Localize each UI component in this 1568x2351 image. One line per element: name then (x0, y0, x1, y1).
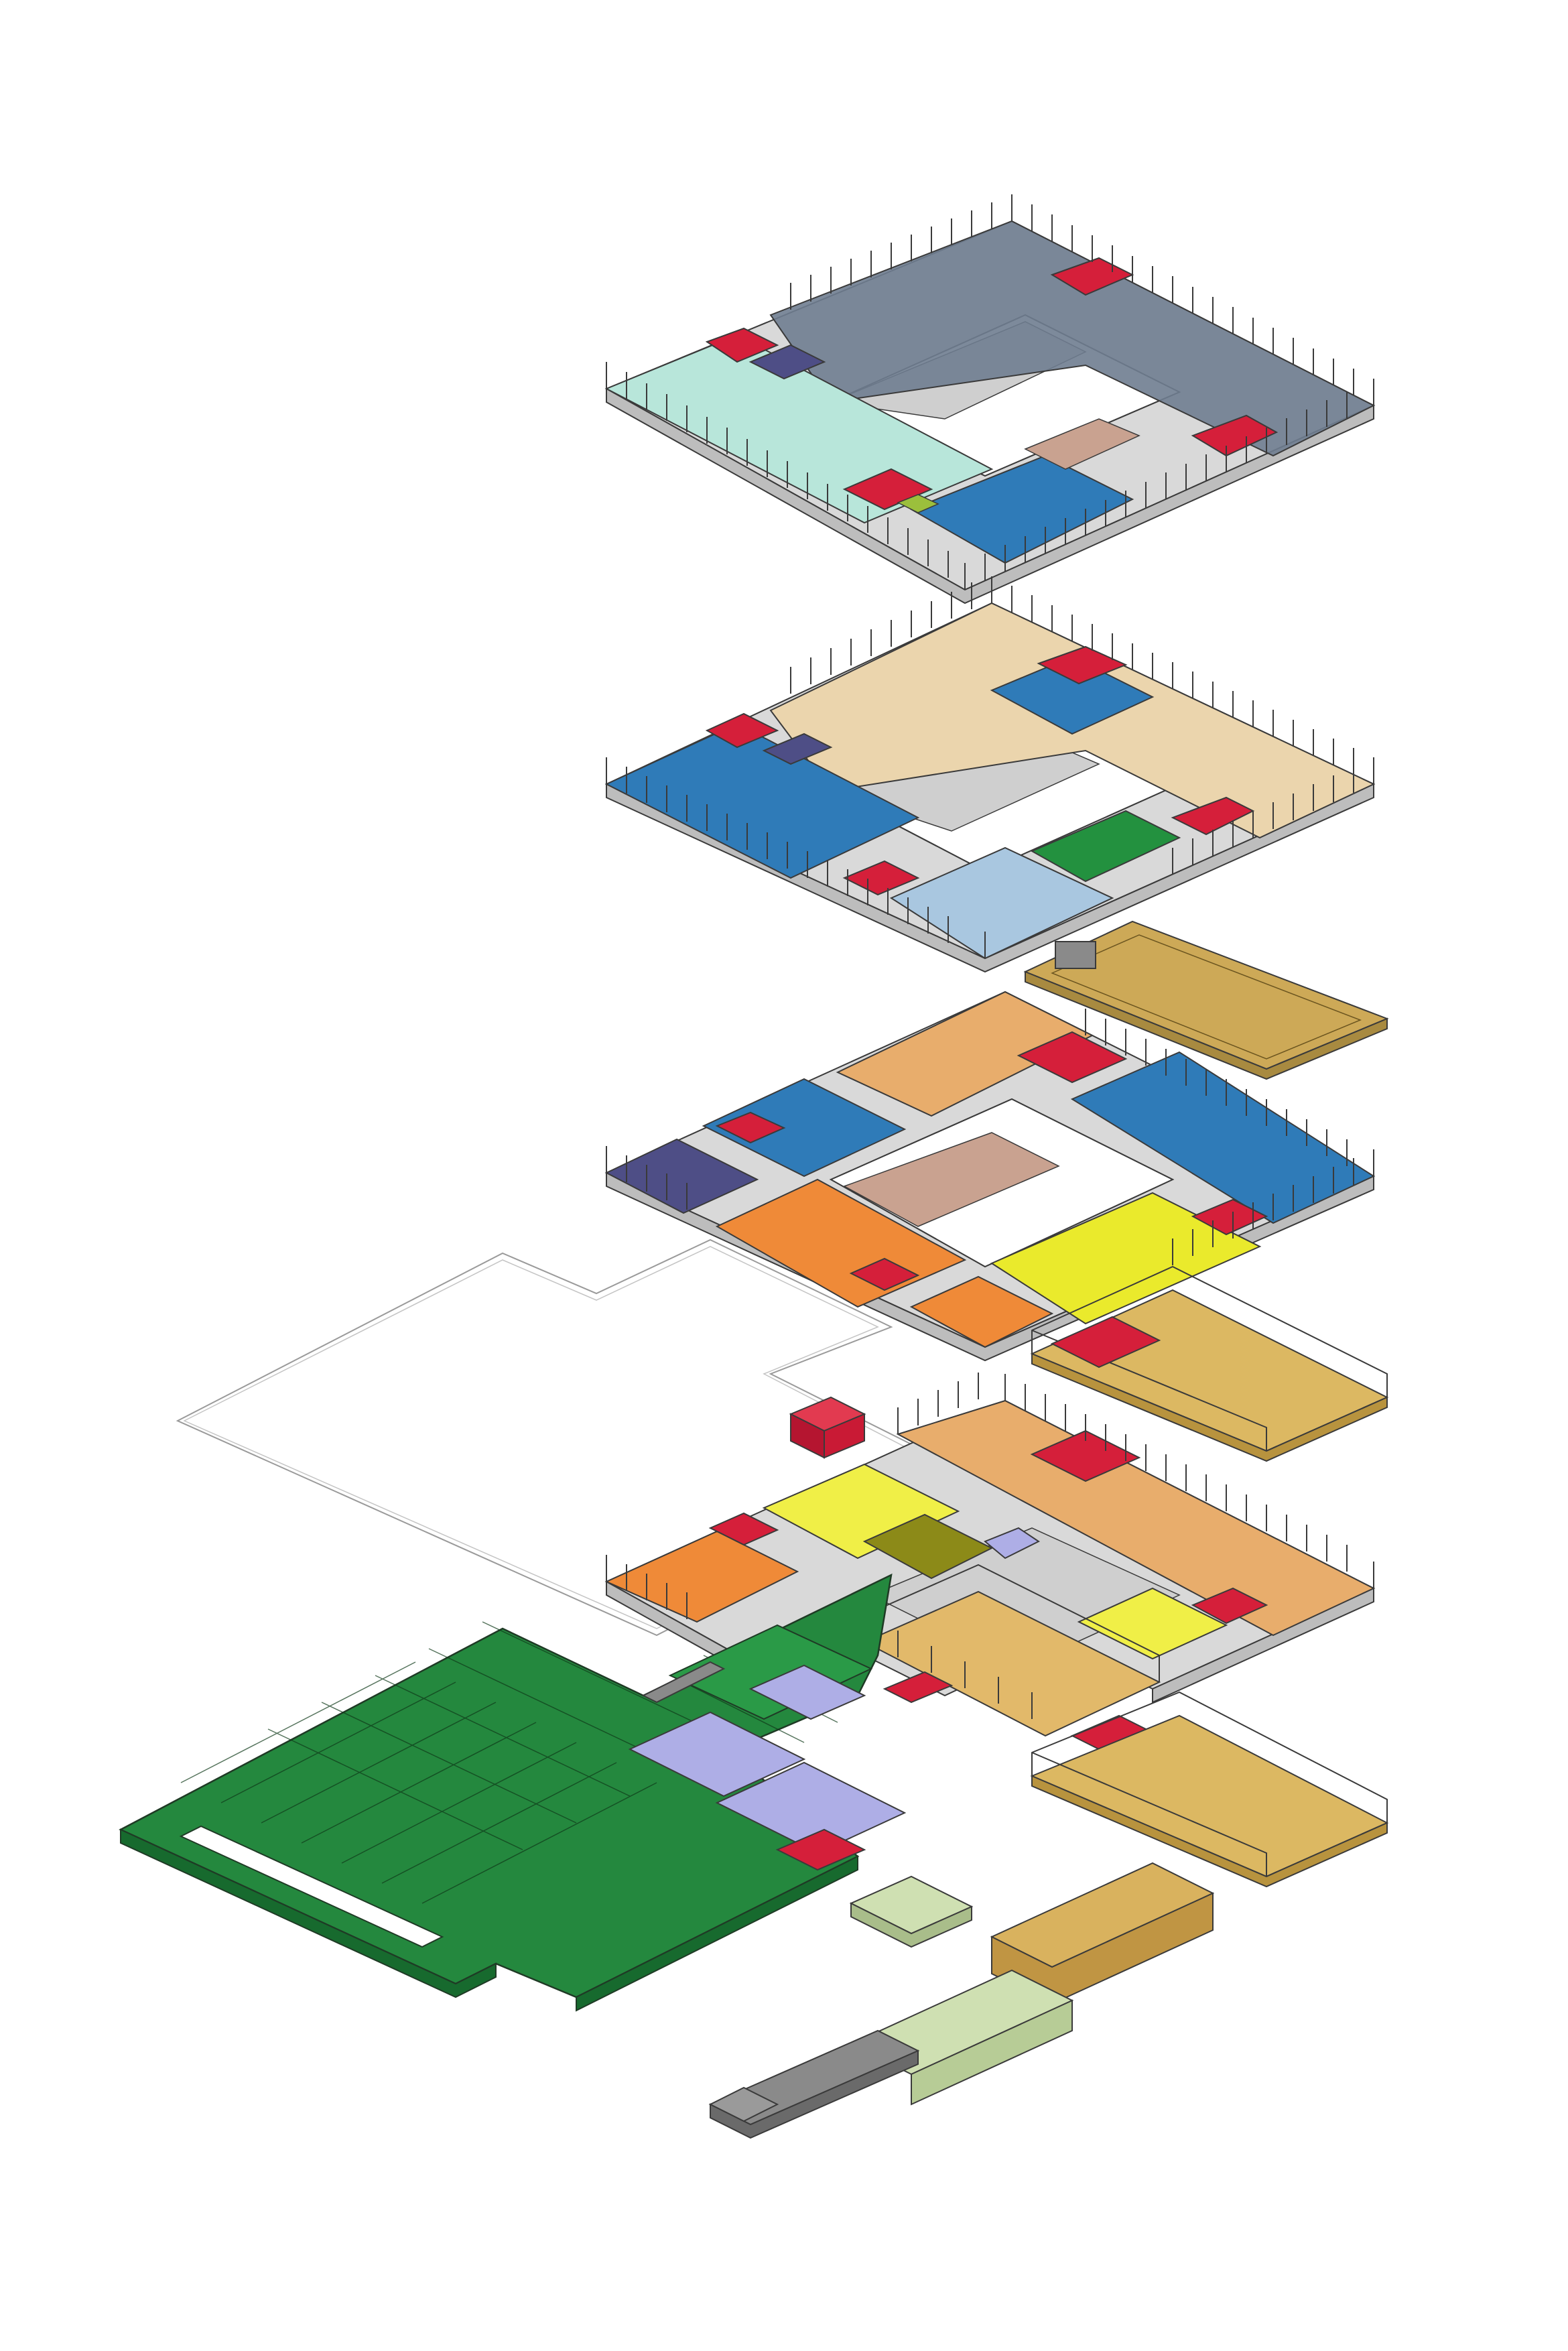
level-5-zone-blue-rooms (909, 454, 1134, 564)
annex-slab-upper-edge (1025, 970, 1388, 1080)
level-5-zone-navy-services (748, 344, 826, 380)
level-3-zone-tan-offices (836, 991, 1094, 1117)
level-4-zone-red-core-d (1037, 645, 1128, 685)
basement-sage-tunnel-edge (911, 1999, 1073, 2106)
annex-slab-middle-red (1050, 1316, 1161, 1369)
level-2-zone-lavender-rooms (984, 1527, 1040, 1560)
level-1-green-east-wing (668, 1624, 873, 1720)
level-5-zone-red-core-b (842, 468, 933, 511)
basement-grey-tunnel-edge (710, 2049, 919, 2139)
level-1-lavender-rooms-b (715, 1761, 907, 1854)
level-3-zone-red-core-a (715, 1111, 786, 1144)
level-1-grey-link (641, 1661, 726, 1704)
basement-sage-fragment-edge (850, 1902, 972, 1948)
level-4-zone-green-rooms (1030, 810, 1181, 883)
red-freestanding-core (789, 1396, 866, 1459)
level-3-zone-red-core-b (1017, 1031, 1128, 1084)
level-4-zone-blue-rooms-north (990, 655, 1155, 735)
basement-gold-plant-edge (991, 1892, 1214, 2005)
level-3-zone-yellow-hall (990, 1192, 1262, 1325)
level-5-zone-mauve-corridor (1024, 418, 1140, 470)
level-2-zone-red-core-a (708, 1512, 779, 1546)
level-3-courtyard-floor (843, 1132, 1060, 1227)
level-4-zone-red-core-a (705, 712, 779, 749)
level-3-zone-red-core-c (1191, 1198, 1268, 1236)
level-2-zone-yellow-east (1077, 1587, 1228, 1660)
level-1-green-wing-edge (120, 1828, 858, 2012)
level-4-zone-blue-rooms-west (604, 722, 920, 879)
level-5-perimeter-walls (606, 194, 1374, 590)
level-1 (119, 1573, 907, 2012)
level-2-gold-wing (862, 1564, 1161, 1754)
level-3-zone-navy-services (604, 1138, 759, 1214)
annex-slab-upper-inner (1051, 934, 1362, 1060)
level-1-lavender-rooms (628, 1711, 806, 1797)
annex-slab-lower (1030, 1691, 1389, 1888)
level-4-zone-light-blue-rooms (889, 846, 1114, 960)
annex-slab-middle-edge (1031, 1352, 1388, 1462)
level-3-zone-red-core-d (849, 1257, 920, 1291)
level-3 (604, 991, 1376, 1362)
basement (708, 1862, 1215, 2139)
annex-slab-upper (1023, 920, 1389, 1080)
level-3-zone-orange-rooms-south (909, 1275, 1054, 1348)
level-2-zone-olive-auditorium (862, 1513, 994, 1580)
level-4-zone-navy-services (762, 733, 833, 765)
level-5 (604, 194, 1376, 605)
level-1-lavender-rooms-c (748, 1664, 866, 1720)
level-2-zone-yellow-rooms (762, 1463, 960, 1560)
level-1-green-courtyard-slot (179, 1825, 444, 1948)
level-5-zone-lime-accent (897, 494, 939, 513)
level-4 (604, 576, 1376, 973)
level-1-red-core (775, 1828, 866, 1871)
level-4-perimeter-walls (606, 576, 1374, 958)
basement-grey-stub (708, 2086, 779, 2122)
annex-slab-middle-walls (1031, 1265, 1388, 1452)
level-3-zone-blue-rooms-west (702, 1078, 907, 1178)
level-2-zone-red-core-b (1030, 1429, 1141, 1482)
level-3-perimeter-walls (606, 1009, 1374, 1265)
annex-slab-middle (1030, 1265, 1389, 1462)
level-1-green-walls (180, 1621, 838, 1904)
level-5-zone-red-core-c (1191, 414, 1279, 457)
level-2-zone-red-core-c (1191, 1587, 1268, 1625)
gold-wing-red-core (883, 1671, 954, 1704)
gold-wing-walls (864, 1564, 1160, 1719)
annex-slab-lower-walls (1031, 1691, 1388, 1878)
level-4-zone-red-core-c (1171, 796, 1255, 836)
level-5-zone-red-core-a (705, 327, 779, 363)
level-4-zone-red-core-b (842, 860, 920, 896)
level-2-perimeter-walls (606, 1373, 1374, 1619)
annex-slab-lower-edge (1031, 1775, 1388, 1888)
annex-slab-upper-box (1055, 941, 1096, 969)
